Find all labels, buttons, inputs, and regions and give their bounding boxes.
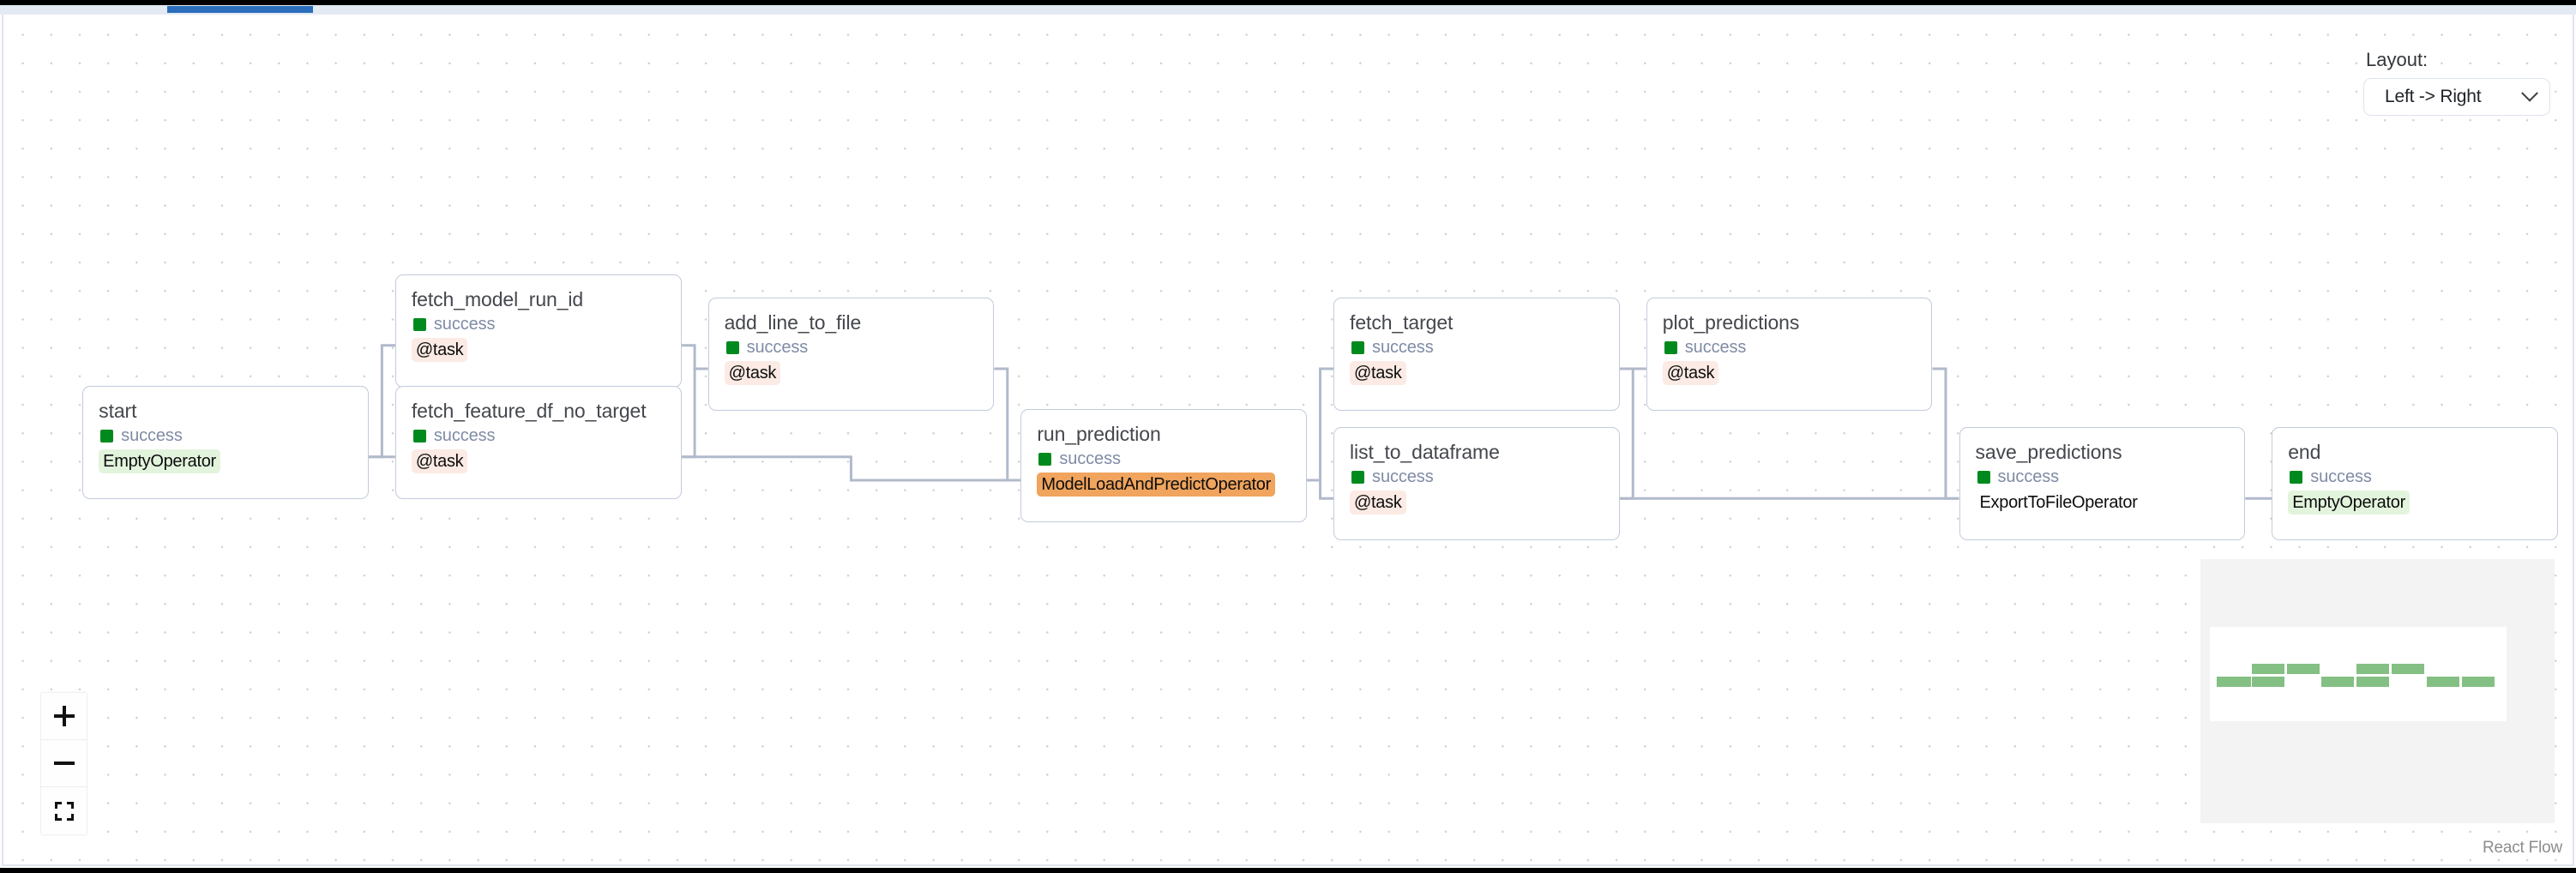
node-operator-badge: ModelLoadAndPredictOperator (1037, 472, 1275, 497)
edge-fetch_feature_df_no_target-to-run_prediction (681, 455, 1021, 482)
status-success-icon (1664, 340, 1677, 354)
node-title: run_prediction (1037, 422, 1161, 445)
node-operator-badge: @task (1350, 360, 1406, 385)
tab-strip (0, 5, 2576, 15)
node-title: list_to_dataframe (1350, 441, 1500, 464)
node-operator-badge: @task (1662, 360, 1719, 385)
node-title: end (2288, 441, 2321, 464)
fit-view-button[interactable] (41, 787, 87, 834)
edge-fetch_feature_df_no_target-to-add_line_to_file (681, 367, 708, 459)
minimap-node (2321, 677, 2354, 687)
node-status: success (1663, 336, 1918, 359)
node-operator-badge: @task (1350, 491, 1406, 515)
status-success-icon (1977, 471, 1990, 485)
node-title: add_line_to_file (724, 310, 862, 334)
node-operator-badge: @task (411, 449, 468, 473)
node-status: success (412, 313, 667, 336)
minimap-node (2252, 677, 2284, 687)
node-title: start (99, 399, 137, 422)
node-status-label: success (1059, 449, 1121, 468)
node-status-label: success (1372, 337, 1434, 357)
layout-select[interactable]: Left -> Right (2363, 78, 2550, 116)
minus-icon (53, 762, 75, 765)
minimap-node (2356, 677, 2389, 687)
node-status: success (412, 424, 667, 448)
status-success-icon (412, 317, 426, 331)
status-success-icon (1351, 471, 1365, 485)
zoom-out-button[interactable] (41, 740, 87, 787)
minimap-node (2356, 664, 2389, 674)
node-status: success (1976, 466, 2231, 489)
node-status: success (2288, 466, 2543, 489)
minimap-node (2252, 664, 2284, 674)
status-success-icon (1038, 452, 1052, 466)
node-title: fetch_target (1350, 310, 1454, 334)
fit-view-icon (54, 801, 74, 821)
zoom-in-button[interactable] (41, 693, 87, 740)
status-success-icon (2290, 471, 2303, 485)
layout-label: Layout: (2366, 49, 2429, 70)
node-status-label: success (433, 314, 496, 334)
minimap-node (2287, 664, 2320, 674)
plus-icon (53, 706, 75, 726)
active-tab-indicator[interactable] (167, 6, 313, 13)
edge-run_prediction-to-fetch_target (1307, 367, 1334, 482)
layout-selected-value: Left -> Right (2385, 87, 2482, 106)
node-operator-badge: EmptyOperator (99, 449, 220, 473)
status-success-icon (725, 340, 739, 354)
node-status-label: success (1997, 467, 2060, 487)
node-title: plot_predictions (1662, 310, 1800, 334)
minimap-node (2462, 677, 2495, 687)
node-operator-badge: @task (411, 337, 468, 362)
edge-add_line_to_file-to-run_prediction (994, 367, 1021, 482)
minimap-viewport[interactable] (2210, 627, 2507, 721)
node-status: success (1350, 466, 1605, 489)
node-status: success (99, 424, 354, 448)
minimap-node (2427, 677, 2459, 687)
node-status-label: success (2310, 467, 2372, 487)
status-success-icon (412, 429, 426, 443)
node-status-label: success (1684, 337, 1747, 357)
node-status-label: success (121, 425, 183, 445)
status-success-icon (100, 429, 114, 443)
node-status-label: success (1372, 467, 1434, 487)
zoom-controls (41, 693, 87, 834)
minimap-node (2392, 664, 2424, 674)
node-status: success (725, 336, 980, 359)
node-title: fetch_model_run_id (411, 287, 584, 310)
layout-panel: Layout: Left -> Right (2363, 49, 2550, 116)
chevron-down-icon (2521, 84, 2538, 102)
node-status-label: success (433, 425, 496, 445)
edge-run_prediction-to-list_to_dataframe (1307, 479, 1334, 500)
status-success-icon (1351, 340, 1365, 354)
minimap-node (2217, 677, 2251, 687)
react-flow-attribution[interactable]: React Flow (2482, 839, 2562, 857)
node-status: success (1350, 336, 1605, 359)
node-operator-badge: ExportToFileOperator (1979, 493, 2138, 513)
node-status-label: success (746, 337, 809, 357)
edge-plot_predictions-to-save_predictions (1932, 367, 1959, 500)
node-operator-badge: EmptyOperator (2288, 491, 2410, 515)
node-title: fetch_feature_df_no_target (411, 399, 647, 422)
edge-list_to_dataframe-to-plot_predictions (1619, 367, 1646, 500)
edge-start-to-fetch_model_run_id (368, 344, 395, 459)
node-operator-badge: @task (724, 360, 781, 385)
node-status: success (1037, 448, 1292, 471)
edge-fetch_model_run_id-to-add_line_to_file (681, 344, 708, 370)
minimap[interactable] (2200, 559, 2555, 823)
node-title: save_predictions (1975, 441, 2122, 464)
